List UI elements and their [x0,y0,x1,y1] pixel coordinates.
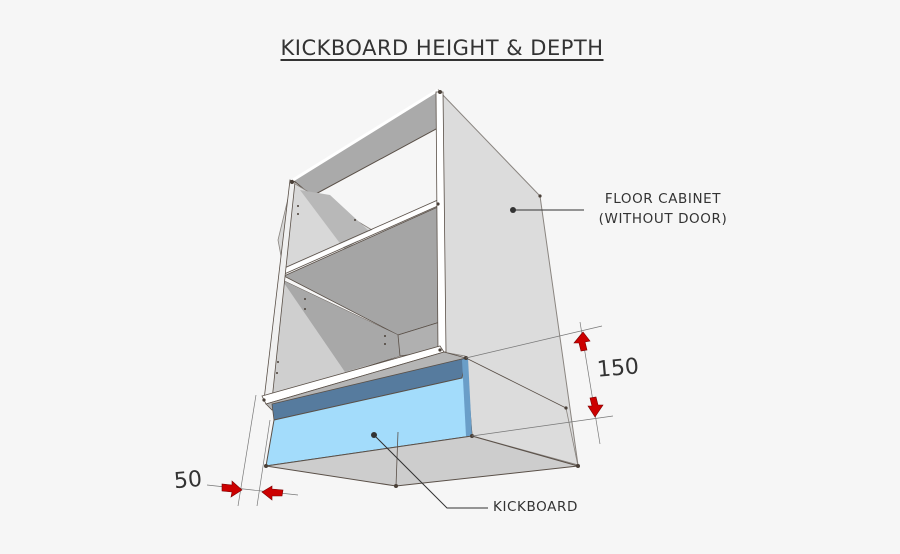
floor-cabinet-label: FLOOR CABINET (WITHOUT DOOR) [594,189,732,229]
arrow-left-icon [261,485,284,501]
kickboard-label: KICKBOARD [493,499,578,515]
height-arrows [573,331,604,418]
arrow-down-icon [587,396,604,418]
depth-arrows [221,480,284,501]
floor-cabinet-label-line2: (WITHOUT DOOR) [598,211,728,227]
kickboard-depth-value: 50 [172,466,204,495]
diagram-title: KICKBOARD HEIGHT & DEPTH [0,36,884,60]
diagram-title-text: KICKBOARD HEIGHT & DEPTH [280,36,604,60]
arrow-right-icon [221,480,243,498]
kickboard-height-value: 150 [595,354,641,383]
arrow-up-icon [573,331,591,352]
kickboard-leader-line [373,434,488,509]
floor-cabinet-label-line1: FLOOR CABINET [604,191,722,207]
